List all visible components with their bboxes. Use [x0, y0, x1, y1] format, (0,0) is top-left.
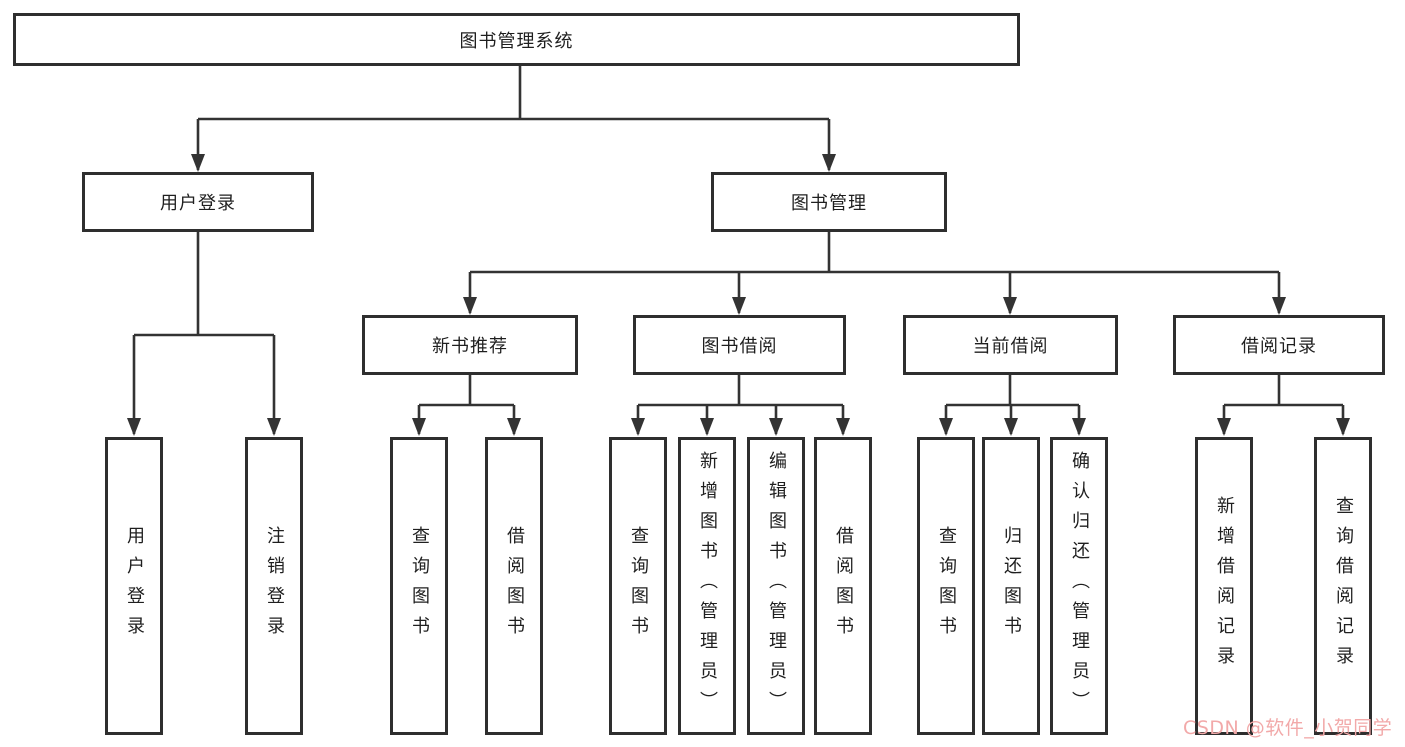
- leaf-add-books-admin: 新增图书（管理员）: [678, 437, 736, 735]
- connector-root-to-level2: [191, 66, 836, 172]
- connector-book-borrow-branch: [631, 375, 850, 436]
- node-current-borrowing: 当前借阅: [903, 315, 1118, 375]
- connector-borrow-records-branch: [1217, 375, 1350, 436]
- node-book-borrowing: 图书借阅: [633, 315, 846, 375]
- node-label: 借阅图书: [504, 526, 525, 646]
- leaf-add-borrow-record: 新增借阅记录: [1195, 437, 1253, 735]
- node-label: 查询图书: [409, 526, 430, 646]
- leaf-edit-books-admin: 编辑图书（管理员）: [747, 437, 805, 735]
- leaf-logout: 注销登录: [245, 437, 303, 735]
- node-label: 新增图书（管理员）: [697, 451, 718, 721]
- node-label: 新增借阅记录: [1214, 496, 1235, 676]
- node-label: 当前借阅: [972, 336, 1049, 357]
- node-label: 注销登录: [264, 526, 285, 646]
- node-label: 查询借阅记录: [1333, 496, 1354, 676]
- leaf-query-borrow-record: 查询借阅记录: [1314, 437, 1372, 735]
- node-label: 确认归还（管理员）: [1069, 451, 1090, 721]
- node-library-management-system: 图书管理系统: [13, 13, 1020, 66]
- leaf-return-books: 归还图书: [982, 437, 1040, 735]
- connector-new-book-branch: [412, 375, 521, 436]
- node-label: 归还图书: [1001, 526, 1022, 646]
- leaf-query-books-borrow: 查询图书: [609, 437, 667, 735]
- connector-current-borrow-branch: [939, 375, 1086, 436]
- node-label: 新书推荐: [432, 336, 508, 357]
- connector-user-login-branch: [127, 232, 281, 436]
- node-new-book-recommendation: 新书推荐: [362, 315, 578, 375]
- node-label: 借阅记录: [1241, 336, 1317, 357]
- leaf-borrow-books-recommend: 借阅图书: [485, 437, 543, 735]
- node-borrowing-records: 借阅记录: [1173, 315, 1385, 375]
- node-label: 图书借阅: [701, 336, 778, 357]
- leaf-query-books-recommend: 查询图书: [390, 437, 448, 735]
- leaf-borrow-books: 借阅图书: [814, 437, 872, 735]
- connector-book-management-branch: [463, 232, 1286, 315]
- node-label: 编辑图书（管理员）: [766, 451, 787, 721]
- node-book-management: 图书管理: [711, 172, 947, 232]
- node-label: 用户登录: [160, 193, 236, 214]
- node-label: 查询图书: [936, 526, 957, 646]
- node-label: 借阅图书: [833, 526, 854, 646]
- node-label: 查询图书: [628, 526, 649, 646]
- node-label: 图书管理: [791, 193, 867, 214]
- leaf-user-login: 用户登录: [105, 437, 163, 735]
- leaf-confirm-return-admin: 确认归还（管理员）: [1050, 437, 1108, 735]
- leaf-query-books-current: 查询图书: [917, 437, 975, 735]
- csdn-watermark: CSDN @软件_小贺同学: [1183, 717, 1393, 739]
- node-label: 图书管理系统: [459, 30, 574, 52]
- node-label: 用户登录: [124, 526, 145, 646]
- node-user-login: 用户登录: [82, 172, 314, 232]
